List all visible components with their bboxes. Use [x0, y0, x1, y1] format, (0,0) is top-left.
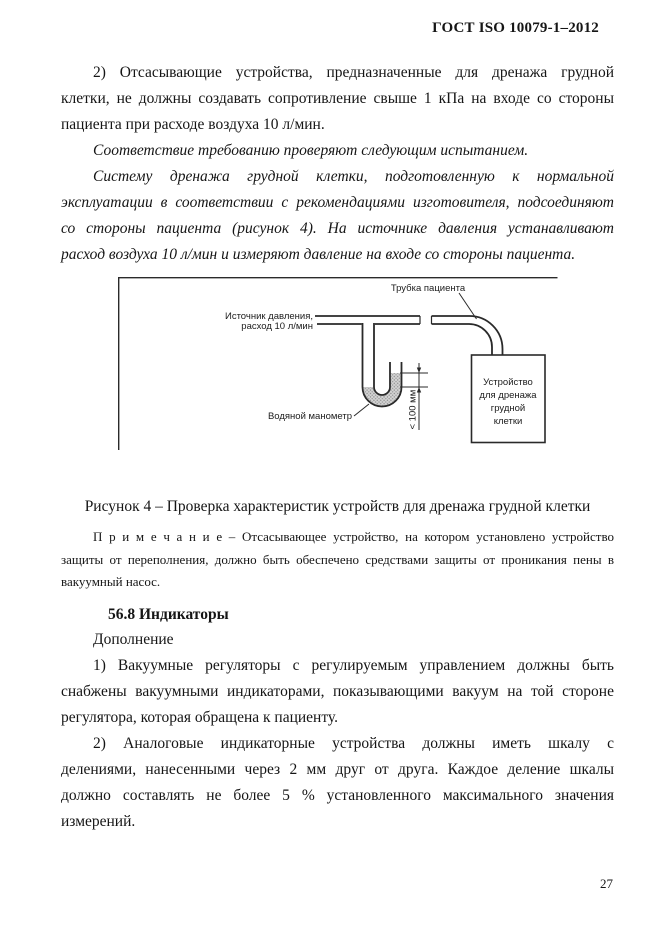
text-line: со стороны пациента (рисунок 4). На исто… — [61, 220, 614, 237]
text-line: должно составлять не более 5 % установле… — [61, 787, 614, 804]
tubing — [315, 315, 504, 408]
text-line: Соответствие требованию проверяют следую… — [93, 142, 529, 159]
tube-gap-caps — [419, 316, 433, 324]
dimension-lines — [400, 363, 428, 430]
u-tube-left-arm — [361, 323, 375, 387]
text-line: защиты от переполнения, должно быть обес… — [61, 551, 614, 567]
document-header: ГОСТ ISO 10079-1–2012 — [432, 20, 599, 36]
u-tube-right-arm — [389, 362, 403, 387]
device-label-line4: клетки — [494, 416, 523, 427]
text-line: регулятора, которая обращена к пациенту. — [61, 709, 338, 726]
patient-tube-inner-wall — [431, 323, 493, 355]
text-line: пациента при расходе воздуха 10 л/мин. — [61, 116, 325, 133]
patient-tube-outer-wall — [431, 315, 504, 355]
manometer-water — [363, 373, 401, 406]
dimension-label: < 100 мм — [408, 390, 419, 430]
paragraph-italic: Соответствие требованию проверяют следую… — [61, 138, 614, 164]
paragraph: Дополнение — [61, 627, 614, 653]
text-line: расход воздуха 10 л/мин и измеряют давле… — [61, 246, 576, 263]
figure-4: Источник давления, расход 10 л/мин Трубк… — [118, 277, 559, 451]
device-label-line2: для дренажа — [479, 390, 537, 401]
paragraph: 1) Вакуумные регуляторы с регулируемым у… — [61, 653, 614, 731]
patient-tube-label: Трубка пациента — [391, 283, 466, 294]
note-block: П р и м е ч а н и е – Отсасывающее устро… — [61, 526, 614, 594]
paragraph: 2) Отсасывающие устройства, предназначен… — [61, 60, 614, 138]
dimension-arrow-top — [416, 367, 422, 373]
u-tube-inner-bend — [373, 386, 391, 396]
text-line: Дополнение — [93, 631, 174, 648]
figure-caption: Рисунок 4 – Проверка характеристик устро… — [84, 498, 591, 515]
figure-frame — [118, 277, 558, 450]
patient-tube-leader-line — [458, 292, 477, 320]
text-line: 2) Отсасывающие устройства, предназначен… — [93, 64, 614, 81]
text-line: клетки, не должны создавать сопротивлени… — [61, 90, 614, 107]
pressure-source-label-line1: Источник давления, — [225, 311, 313, 322]
figure-4-diagram: Источник давления, расход 10 л/мин Трубк… — [118, 277, 558, 450]
text-line: 2) Аналоговые индикаторные устройства до… — [93, 735, 614, 752]
device-label-line1: Устройство — [483, 377, 533, 388]
section-heading: 56.8 Индикаторы — [108, 606, 229, 623]
paragraph: 2) Аналоговые индикаторные устройства до… — [61, 731, 614, 835]
text-line: измерений. — [61, 813, 136, 830]
u-tube-outer-bend — [361, 386, 403, 408]
pressure-source-label-line2: расход 10 л/мин — [241, 321, 313, 332]
dimension-arrow-bottom — [416, 387, 422, 393]
page-number: 27 — [600, 876, 613, 891]
text-line: Систему дренажа грудной клетки, подготов… — [93, 168, 614, 185]
device-label-line3: грудной — [491, 403, 525, 414]
text-line: 1) Вакуумные регуляторы с регулируемым у… — [93, 657, 614, 674]
text-line: вакуумный насос. — [61, 574, 161, 590]
water-manometer-leader-line — [353, 403, 370, 417]
body-text-upper: 2) Отсасывающие устройства, предназначен… — [61, 60, 614, 268]
text-line: делениями, нанесенными через 2 мм друг о… — [61, 761, 614, 778]
text-line: эксплуатации в соответствии с рекомендац… — [61, 194, 614, 211]
text-line: снабжены вакуумными индикаторами, показы… — [61, 683, 614, 700]
water-manometer-label: Водяной манометр — [268, 411, 352, 422]
body-text-lower: Дополнение 1) Вакуумные регуляторы с рег… — [61, 627, 614, 835]
text-line: П р и м е ч а н и е – Отсасывающее устро… — [93, 529, 614, 544]
note-paragraph: П р и м е ч а н и е – Отсасывающее устро… — [61, 526, 614, 594]
chest-drainage-device-box — [470, 354, 546, 444]
paragraph-italic: Систему дренажа грудной клетки, подготов… — [61, 164, 614, 268]
